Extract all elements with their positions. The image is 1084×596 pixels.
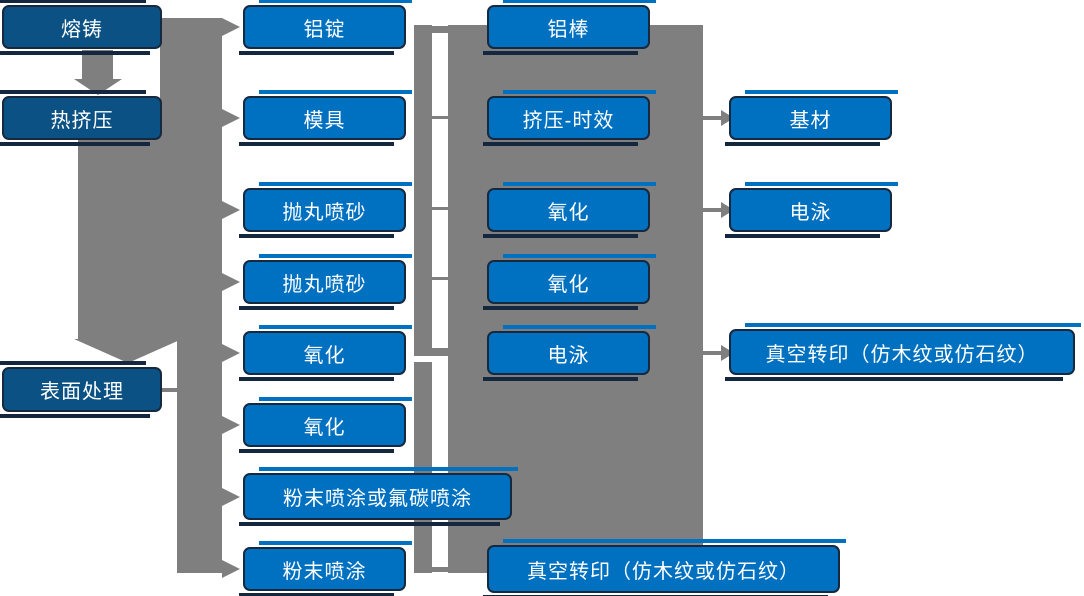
node-extrusion-aging: 挤压-时效	[483, 90, 656, 146]
node-vacuum-transfer-2-label: 真空转印（仿木纹或仿石纹）	[765, 343, 1039, 366]
arrow-to-oxidation-1-icon	[222, 344, 240, 362]
node-oxidation-3-label: 氧化	[547, 201, 590, 224]
connector-stub-top	[414, 26, 452, 33]
node-oxidation-4: 氧化	[483, 254, 656, 310]
connector-stub-row4	[432, 277, 450, 280]
connector-band-upper	[160, 18, 222, 140]
node-oxidation-4-label: 氧化	[547, 273, 590, 296]
node-electrophoresis-1: 电泳	[483, 325, 656, 381]
node-hot-extrusion-label: 热挤压	[50, 109, 114, 132]
arrow-to-powder-coating-icon	[222, 560, 240, 578]
node-vacuum-transfer-2: 真空转印（仿木纹或仿石纹）	[725, 323, 1081, 381]
node-aluminum-ingot-label: 铝锭	[303, 18, 346, 41]
connector-line-to-vacuum-transfer-2	[703, 351, 723, 355]
arrow-to-shot-blasting-1-icon	[222, 201, 240, 219]
node-electrophoresis-2: 电泳	[725, 182, 898, 238]
arrow-to-mold-icon	[222, 109, 240, 127]
node-powder-fluorocarbon-label: 粉末喷涂或氟碳喷涂	[283, 488, 472, 510]
connector-line-to-base-material	[703, 116, 723, 120]
connector-stub-bottom	[432, 567, 453, 572]
node-melting: 熔铸	[0, 0, 162, 55]
node-powder-coating-label: 粉末喷涂	[282, 560, 367, 583]
connector-bar-upper	[414, 25, 432, 356]
connector-band-lower	[177, 339, 222, 573]
node-oxidation-2: 氧化	[239, 397, 412, 453]
node-oxidation-2-label: 氧化	[303, 416, 346, 439]
node-electrophoresis-2-label: 电泳	[789, 201, 832, 224]
node-shot-blasting-1: 抛丸喷砂	[239, 182, 412, 238]
arrow-to-aluminum-ingot-icon	[222, 18, 240, 36]
node-vacuum-transfer-1-label: 真空转印（仿木纹或仿石纹）	[527, 560, 800, 583]
connector-stub-row5	[414, 348, 463, 356]
connector-stub-row2	[432, 116, 450, 119]
connector-stub-row3	[432, 207, 450, 210]
node-shot-blasting-2-label: 抛丸喷砂	[282, 273, 367, 296]
node-melting-label: 熔铸	[61, 18, 103, 41]
node-oxidation-3: 氧化	[483, 182, 656, 238]
node-vacuum-transfer-1: 真空转印（仿木纹或仿石纹）	[483, 539, 846, 596]
connector-line-to-electrophoresis-2	[703, 208, 723, 212]
node-powder-coating: 粉末喷涂	[239, 541, 412, 596]
node-shot-blasting-2: 抛丸喷砂	[239, 254, 412, 310]
node-shot-blasting-1-label: 抛丸喷砂	[282, 201, 367, 224]
node-electrophoresis-1-label: 电泳	[547, 344, 590, 367]
arrow-down-to-surface-treatment-icon	[74, 339, 182, 363]
node-mold-label: 模具	[303, 109, 346, 132]
node-powder-fluorocarbon: 粉末喷涂或氟碳喷涂	[239, 467, 518, 526]
node-surface-treatment-label: 表面处理	[40, 381, 124, 403]
node-aluminum-rod-label: 铝棒	[547, 18, 590, 41]
node-surface-treatment: 表面处理	[0, 361, 162, 418]
node-oxidation-1: 氧化	[239, 325, 412, 381]
node-extrusion-aging-label: 挤压-时效	[522, 109, 615, 132]
arrow-to-powder-fluorocarbon-icon	[222, 488, 240, 506]
connector-surface-treatment-link	[162, 388, 178, 392]
node-base-material-label: 基材	[789, 109, 832, 132]
node-base-material: 基材	[725, 90, 898, 146]
node-mold: 模具	[239, 90, 412, 146]
arrow-to-oxidation-2-icon	[222, 416, 240, 434]
node-hot-extrusion: 热挤压	[0, 90, 162, 146]
node-aluminum-rod: 铝棒	[483, 0, 656, 55]
connector-band-main	[78, 138, 222, 339]
node-oxidation-1-label: 氧化	[303, 344, 346, 367]
connector-melting-down-line	[82, 50, 113, 80]
node-aluminum-ingot: 铝锭	[239, 0, 412, 55]
arrow-to-shot-blasting-2-icon	[222, 273, 240, 291]
